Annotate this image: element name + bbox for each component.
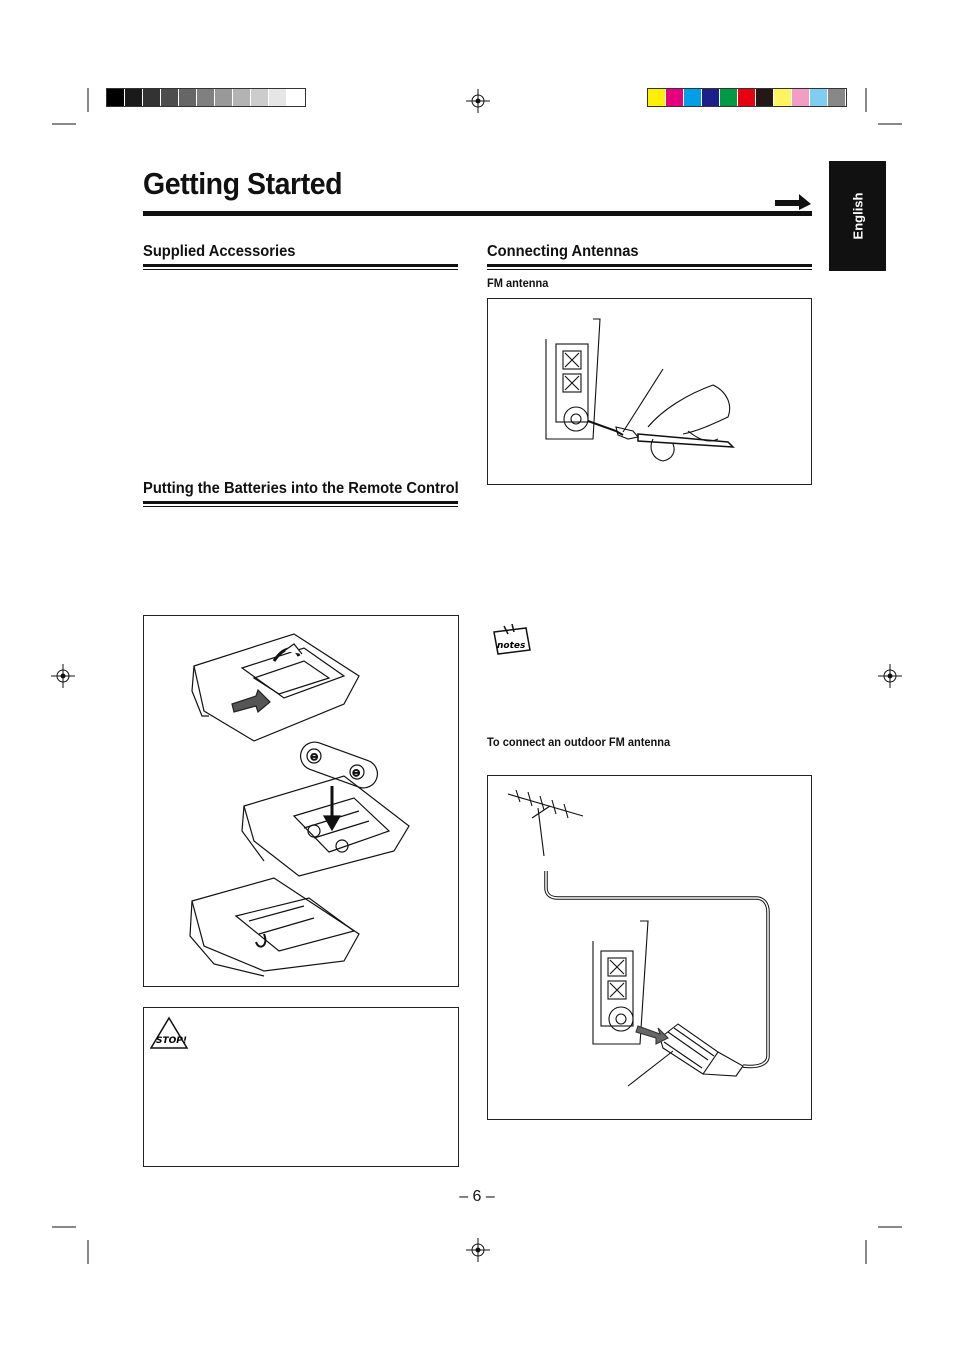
- registration-mark-right: [878, 664, 902, 688]
- calibration-swatch: [792, 89, 810, 106]
- calibration-swatch: [269, 89, 287, 106]
- grayscale-calibration-bar: [106, 88, 306, 107]
- calibration-swatch: [648, 89, 666, 106]
- continue-arrow-icon: [775, 194, 811, 210]
- section-rule: [487, 264, 812, 267]
- calibration-swatch: [125, 89, 143, 106]
- calibration-swatch: [774, 89, 792, 106]
- fm-antenna-illustration: [545, 318, 735, 462]
- battery-minus-symbol: ⊖: [310, 752, 318, 763]
- stop-warning-icon: STOP!: [149, 1016, 189, 1049]
- notes-icon: notes: [493, 624, 531, 655]
- page-number: – 6 –: [459, 1188, 495, 1205]
- fm-antenna-subheading: FM antenna: [487, 276, 549, 290]
- battery-illustration-frame: ⊖ ⊖: [143, 615, 459, 987]
- outdoor-antenna-illustration-frame: [487, 775, 812, 1120]
- section-rule: [143, 269, 458, 270]
- calibration-swatch: [738, 89, 756, 106]
- registration-mark-bottom: [466, 1238, 490, 1262]
- page-title: Getting Started: [143, 166, 343, 201]
- calibration-swatch: [828, 89, 846, 106]
- section-rule: [143, 506, 458, 507]
- warning-box: STOP!: [143, 1007, 459, 1167]
- calibration-swatch: [756, 89, 774, 106]
- section-rule: [487, 269, 812, 270]
- calibration-swatch: [197, 89, 215, 106]
- title-rule: [143, 211, 812, 216]
- calibration-swatch: [720, 89, 738, 106]
- calibration-swatch: [810, 89, 828, 106]
- language-tab: English: [829, 161, 886, 271]
- registration-mark-top: [466, 89, 490, 113]
- fm-antenna-illustration-frame: [487, 298, 812, 485]
- calibration-swatch: [233, 89, 251, 106]
- calibration-swatch: [143, 89, 161, 106]
- outdoor-antenna-illustration: [507, 789, 770, 1087]
- color-calibration-bar: [647, 88, 847, 107]
- calibration-swatch: [161, 89, 179, 106]
- remote-battery-illustration: ⊖ ⊖: [189, 633, 410, 977]
- outdoor-fm-subheading: To connect an outdoor FM antenna: [487, 735, 671, 749]
- connecting-antennas-heading: Connecting Antennas: [487, 243, 639, 260]
- calibration-swatch: [179, 89, 197, 106]
- calibration-swatch: [287, 89, 305, 106]
- svg-text:notes: notes: [497, 641, 526, 651]
- section-rule: [143, 501, 458, 504]
- registration-mark-left: [51, 664, 75, 688]
- svg-text:STOP!: STOP!: [156, 1036, 187, 1046]
- calibration-swatch: [666, 89, 684, 106]
- section-rule: [143, 264, 458, 267]
- calibration-swatch: [702, 89, 720, 106]
- supplied-accessories-heading: Supplied Accessories: [143, 243, 296, 260]
- calibration-swatch: [684, 89, 702, 106]
- calibration-swatch: [215, 89, 233, 106]
- language-tab-label: English: [850, 192, 865, 240]
- batteries-heading: Putting the Batteries into the Remote Co…: [143, 480, 459, 497]
- calibration-swatch: [107, 89, 125, 106]
- calibration-swatch: [251, 89, 269, 106]
- battery-minus-symbol: ⊖: [352, 768, 360, 779]
